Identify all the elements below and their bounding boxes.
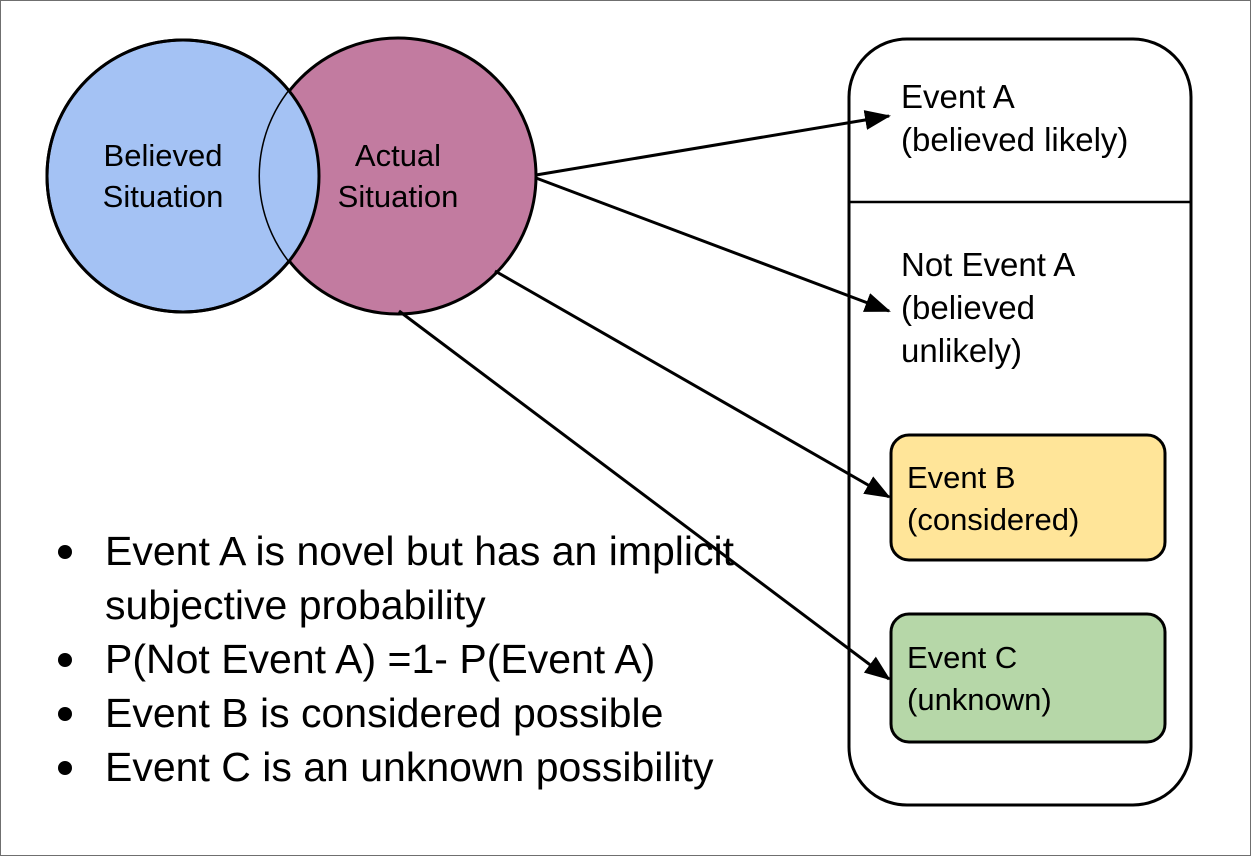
arrow-to-event-c bbox=[398, 309, 891, 681]
believed-situation-label: Believed Situation bbox=[102, 138, 224, 214]
event-a-label: Event A (believed likely) bbox=[901, 78, 1129, 158]
not-event-a-label: Not Event A (believed unlikely) bbox=[901, 246, 1076, 369]
believed-situation-outline bbox=[45, 38, 321, 314]
bullet-item: Event B is considered possible bbox=[56, 686, 816, 740]
bullet-item: P(Not Event A) =1- P(Event A) bbox=[56, 632, 816, 686]
arrow-to-event-a bbox=[535, 110, 891, 177]
actual-situation-label: Actual Situation bbox=[337, 138, 459, 214]
event-c-box bbox=[889, 612, 1167, 744]
bullet-item: Event C is an unknown possibility bbox=[56, 740, 816, 794]
event-c-label: Event C (unknown) bbox=[907, 640, 1052, 717]
arrow-to-not-event-a bbox=[535, 176, 891, 313]
explanation-bullets: Event A is novel but has an implicit sub… bbox=[56, 524, 816, 794]
arrow-to-event-b bbox=[494, 269, 891, 499]
event-b-box bbox=[889, 433, 1167, 562]
bullet-item: Event A is novel but has an implicit sub… bbox=[56, 524, 816, 632]
event-b-label: Event B (considered) bbox=[907, 460, 1080, 537]
